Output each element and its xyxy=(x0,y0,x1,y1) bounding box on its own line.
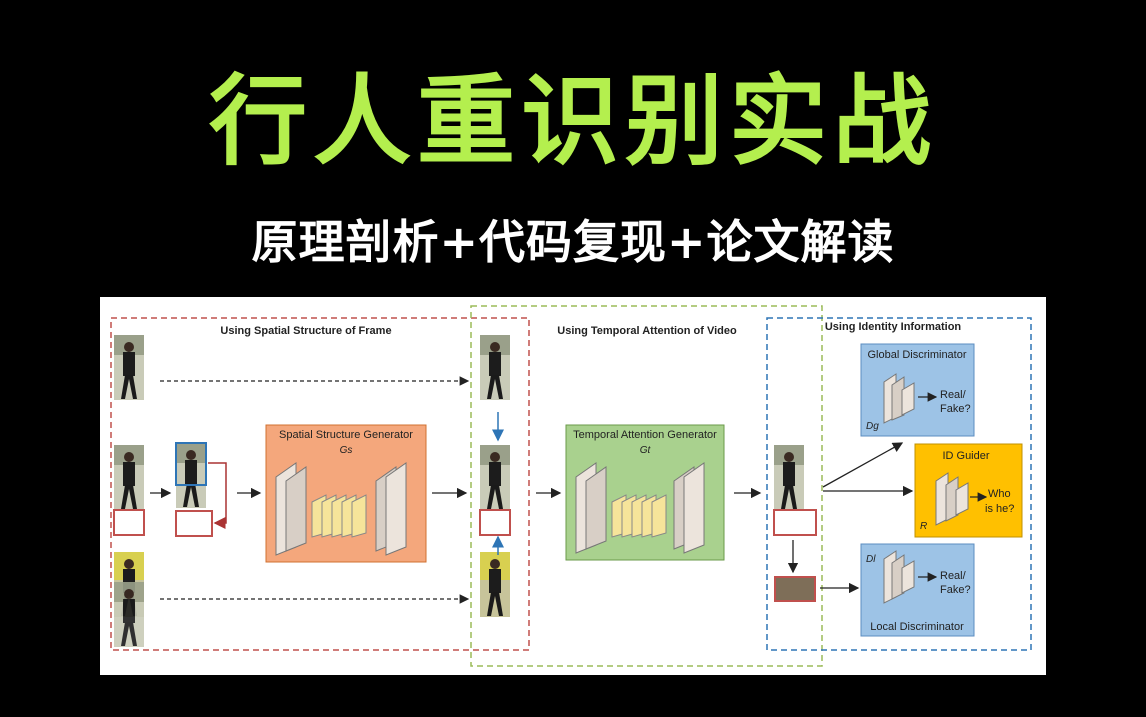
section-title-temporal: Using Temporal Attention of Video xyxy=(557,325,737,337)
spatial-generator-label: Spatial Structure Generator xyxy=(279,429,413,441)
local-discriminator-label: Local Discriminator xyxy=(870,621,964,633)
page-subtitle: 原理剖析+代码复现+论文解读 xyxy=(251,215,895,269)
global-fake-label: Fake? xyxy=(940,403,971,415)
temporal-generator-symbol: Gt xyxy=(640,445,652,456)
global-symbol: Dg xyxy=(866,421,879,432)
global-real-label: Real/ xyxy=(940,389,967,401)
mid-frame-2 xyxy=(480,445,510,510)
temporal-section-border xyxy=(470,305,823,667)
output-frame xyxy=(774,445,804,510)
split-frame xyxy=(176,443,206,508)
id-symbol: R xyxy=(920,521,927,532)
spatial-generator-layers xyxy=(275,462,407,556)
architecture-diagram: Using Spatial Structure of Frame Using T… xyxy=(100,297,1046,675)
input-frame-1 xyxy=(114,335,144,400)
mid-frame-1 xyxy=(480,335,510,400)
local-discriminator-box xyxy=(860,543,975,637)
local-real-label: Real/ xyxy=(940,570,967,582)
global-discriminator-label: Global Discriminator xyxy=(867,349,966,361)
id-guider-label: ID Guider xyxy=(942,450,989,462)
local-crop xyxy=(774,576,816,602)
global-discriminator-box xyxy=(860,343,975,437)
local-fake-label: Fake? xyxy=(940,584,971,596)
section-title-spatial: Using Spatial Structure of Frame xyxy=(220,325,391,337)
section-title-identity: Using Identity Information xyxy=(825,321,962,333)
temporal-generator-layers xyxy=(575,462,705,554)
spatial-generator-symbol: Gs xyxy=(340,445,353,456)
spatial-section-border xyxy=(110,317,530,651)
mid-frame-3 xyxy=(480,552,510,617)
identity-section-border xyxy=(766,317,1032,651)
id-is-he-label: is he? xyxy=(985,503,1014,515)
id-who-label: Who xyxy=(988,488,1011,500)
local-symbol: Dl xyxy=(866,554,876,565)
page-title: 行人重识别实战 xyxy=(208,65,937,179)
temporal-generator-label: Temporal Attention Generator xyxy=(573,429,717,441)
input-frame-2 xyxy=(114,445,144,510)
